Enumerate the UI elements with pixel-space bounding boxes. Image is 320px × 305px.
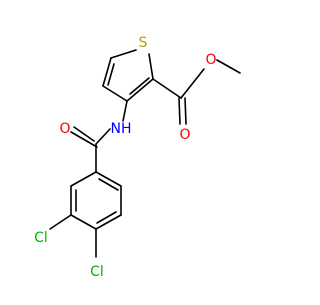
molecule-diagram: S O O NH O Cl Cl [34,35,241,280]
bond-b5-cl [49,214,72,230]
bond-ester-c-o-double-1 [178,97,181,125]
bond-b3-b4-inner [96,211,117,224]
bond-n-amide-c [95,128,111,145]
ester-ether-oxygen-label: O [205,52,216,68]
chlorine-para-label: Cl [90,264,104,280]
bond-amide-c-o-double-2 [70,131,98,148]
bond-ester-c-o-double-2 [184,97,187,125]
bond-c2-ester-c [152,78,182,99]
bond-o-methyl [216,59,241,74]
bond-b3-b4 [95,214,122,230]
ester-carbonyl-oxygen-label: O [179,127,190,143]
bond-c4-c3 [102,85,128,102]
bond-c3-c2-inner [129,77,150,95]
sulfur-label: S [139,35,148,51]
atom-labels: S O O NH O Cl Cl [34,35,216,280]
bond-b1-b2-inner [98,178,119,191]
bond-b6-b1 [70,171,97,187]
bond-ester-c-o-single [180,68,205,99]
amide-oxygen-label: O [59,121,70,137]
chlorine-meta-label: Cl [34,230,48,246]
structure-canvas: S O O NH O Cl Cl [34,35,241,280]
bonds [49,49,241,258]
bond-b1-b2 [95,171,122,187]
bond-c5-c4 [102,57,112,87]
bond-c5-c4-inner [107,63,115,86]
bond-c3-c2 [126,78,154,102]
bond-b4-b5 [70,214,97,230]
bond-s-c5 [110,49,137,59]
bond-c2-s [148,53,154,80]
amide-nitrogen-label: NH [111,121,132,137]
bond-c3-n [122,100,128,122]
bond-amide-c-o-double-1 [73,126,95,142]
